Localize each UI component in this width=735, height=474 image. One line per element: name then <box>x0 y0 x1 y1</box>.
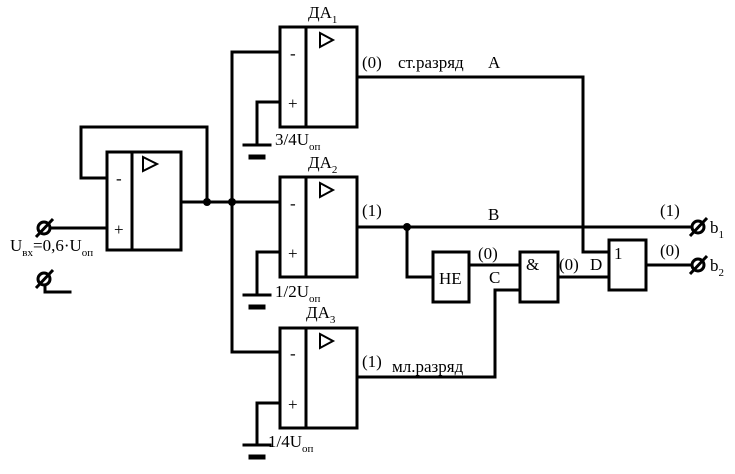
output-b2-state: (0) <box>660 241 680 260</box>
junction-dot <box>203 198 211 206</box>
da1-minus-label: - <box>290 44 296 63</box>
and-output-state: (0) <box>559 255 579 274</box>
da2-reference-label: 1/2Uоп <box>275 282 321 305</box>
input-terminal-icon <box>34 217 55 239</box>
signal-a-label: A <box>488 53 501 72</box>
da3-output-state: (1) <box>362 352 382 371</box>
signal-b-label: B <box>488 205 499 224</box>
and-gate-label: & <box>526 255 539 274</box>
output-b2-label: b2 <box>710 256 724 279</box>
or-gate-label: 1 <box>614 244 623 263</box>
da2-plus-label: + <box>288 244 298 263</box>
signal-d-label: D <box>590 255 602 274</box>
da2-ref-wire <box>255 250 282 297</box>
da2-label: ДА2 <box>308 153 337 176</box>
da3-minus-label: - <box>290 344 296 363</box>
da2-amp-triangle <box>319 181 336 199</box>
da1-ref-wire <box>255 100 282 147</box>
follower-feedback-wire <box>79 125 209 204</box>
not-output-state: (0) <box>478 244 498 263</box>
da3-ref-wire <box>255 401 282 447</box>
not-gate-label: НЕ <box>439 269 462 288</box>
da1-output-state: (0) <box>362 53 382 72</box>
output-b1-label: b1 <box>710 218 724 241</box>
follower-plus-label: + <box>114 220 124 239</box>
msb-label: ст.разряд <box>398 53 464 72</box>
da1-amp-triangle <box>319 31 336 49</box>
da3-amp-triangle <box>319 332 336 350</box>
junction-dot <box>228 198 236 206</box>
da3-plus-label: + <box>288 395 298 414</box>
da3-label: ДА3 <box>306 303 336 326</box>
ground-terminal-icon <box>34 268 55 290</box>
line-lsb <box>355 288 522 379</box>
lsb-label: мл.разряд <box>392 357 464 376</box>
da1-plus-label: + <box>288 94 298 113</box>
line-a <box>355 75 611 254</box>
follower-minus-label: - <box>116 169 122 188</box>
signal-c-label: C <box>489 268 500 287</box>
da2-output-state: (1) <box>362 201 382 220</box>
da1-label: ДА1 <box>308 3 337 26</box>
da2-minus-label: - <box>290 194 296 213</box>
da1-reference-label: 3/4Uоп <box>275 130 321 153</box>
input-label: Uвх=0,6·Uоп <box>10 236 93 259</box>
output-b1-state: (1) <box>660 201 680 220</box>
output-b2-terminal-icon <box>688 254 709 276</box>
da3-reference-label: 1/4Uоп <box>268 432 314 455</box>
line-b-to-not <box>405 225 435 279</box>
junction-dot <box>403 223 411 231</box>
not-gate <box>431 250 471 304</box>
output-b1-terminal-icon <box>688 216 709 238</box>
follower-amp-triangle <box>142 155 160 173</box>
